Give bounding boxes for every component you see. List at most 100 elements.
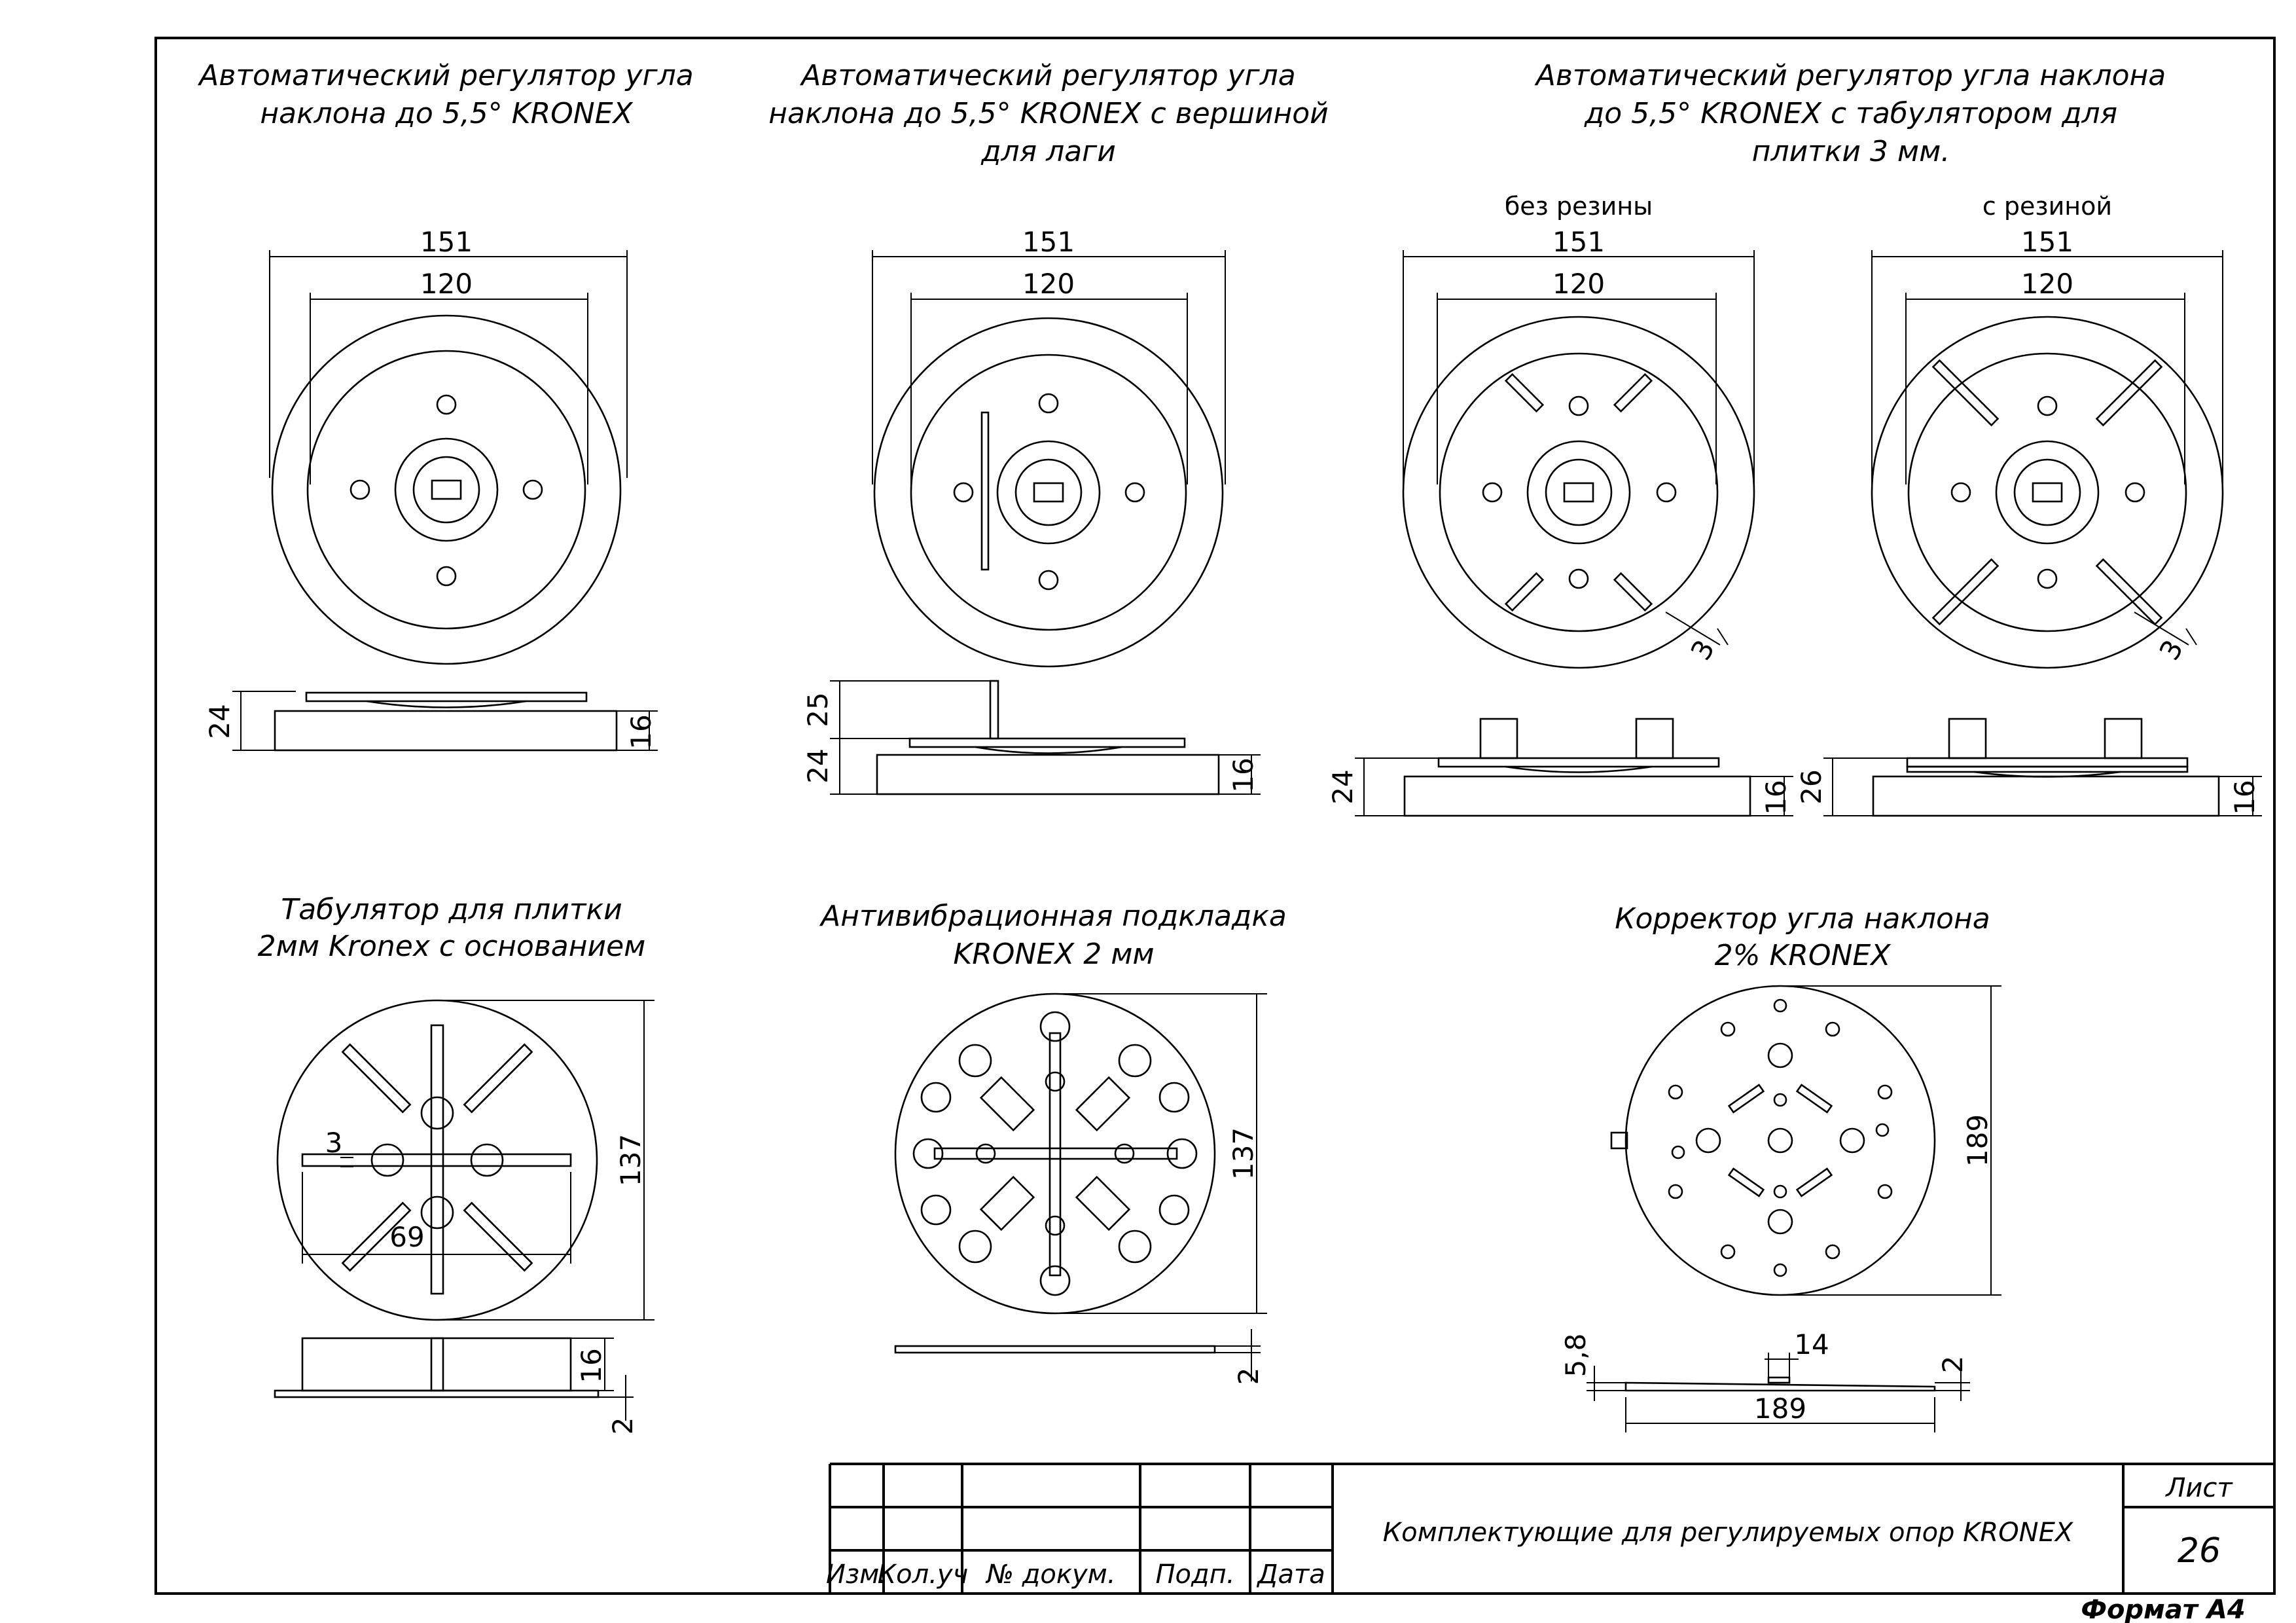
- dim-inner-diameter: 120: [420, 268, 473, 300]
- variant-with-rubber: с резиной 151 120 3: [1795, 192, 2262, 817]
- spacer-cross: [301, 1024, 572, 1295]
- title-line2: KRONEX 2 мм: [953, 938, 1154, 971]
- dim-rib-width: 3: [325, 1127, 343, 1159]
- dim-height: 24: [1327, 769, 1359, 804]
- length-dimension-lines: [302, 1157, 571, 1264]
- title-line1: Автоматический регулятор угла: [197, 59, 693, 92]
- corrector-large-holes: [1695, 1042, 1865, 1235]
- drawing-regulator-tabulator: Автоматический регулятор угла наклона до…: [1327, 59, 2262, 817]
- outer-disc: [271, 314, 622, 665]
- height-dimension-lines: [1355, 757, 1793, 816]
- pad-rect-cutouts: [979, 1076, 1131, 1231]
- format-label: Формат А4: [2081, 1595, 2245, 1623]
- hub-core: [1014, 458, 1083, 526]
- hub-slot: [431, 479, 462, 500]
- title-line1: Автоматический регулятор угла: [799, 59, 1295, 92]
- title-line1: Автоматический регулятор угла наклона: [1534, 59, 2166, 92]
- dim-height: 16: [575, 1348, 607, 1383]
- title-line3: для лаги: [980, 135, 1116, 168]
- sheet-title: Комплектующие для регулируемых опор KRON…: [1383, 1518, 2074, 1548]
- side-profile: [876, 680, 1220, 795]
- inner-disc: [306, 350, 586, 630]
- side-profile: [1872, 718, 2220, 817]
- dim-outer-diameter: 151: [420, 226, 473, 258]
- side-profile: [1624, 1376, 1936, 1392]
- title-line2: наклона до 5,5° KRONEX: [260, 97, 633, 130]
- hub-core: [2013, 458, 2081, 526]
- thickness-dimension-lines: [1215, 1329, 1261, 1381]
- pad-channels: [933, 1032, 1178, 1277]
- variant-label: без резины: [1505, 192, 1653, 221]
- side-profile: [894, 1345, 1216, 1354]
- variant-without-rubber: без резины 151 120 3: [1327, 192, 1793, 817]
- dim-height: 5,8: [1560, 1334, 1592, 1377]
- side-profile: [274, 691, 618, 752]
- drawing-regulator-lag: Автоматический регулятор угла наклона до…: [768, 59, 1329, 795]
- sheet-frame: [154, 37, 2276, 1595]
- tile-spacer-slots: [1504, 373, 1653, 612]
- profile-dimension-lines: [1587, 1353, 1970, 1432]
- dim-height: 24: [204, 704, 236, 739]
- dim-base-height: 16: [625, 714, 657, 749]
- corrector-disc: [1624, 985, 1936, 1296]
- mounting-holes: [350, 394, 543, 587]
- hub-slot: [1563, 482, 1594, 503]
- drawing-slope-corrector: Корректор угла наклона 2% KRONEX 189: [1560, 902, 2001, 1432]
- base-disc: [276, 999, 598, 1321]
- corrector-slots: [1727, 1084, 1833, 1197]
- dim-gap: 3: [1685, 634, 1721, 666]
- guide-holes: [370, 1096, 504, 1230]
- dim-inner-diameter: 120: [2021, 268, 2073, 300]
- dim-outer-diameter: 151: [1552, 226, 1605, 258]
- dim-base-height: 16: [2229, 780, 2261, 814]
- outer-disc: [1871, 316, 2224, 669]
- dim-base-height: 16: [1760, 780, 1792, 814]
- height-dimension-lines: [571, 1338, 634, 1421]
- drawing-regulator-basic: Автоматический регулятор угла наклона до…: [197, 59, 694, 752]
- drawing-antivibration-pad: Антивибрационная подкладка KRONEX 2 мм 1…: [819, 900, 1287, 1385]
- diameter-dimension-lines: [872, 250, 1226, 484]
- hub-core: [412, 456, 480, 524]
- hub-core: [1545, 458, 1613, 526]
- dim-diameter: 189: [1962, 1114, 1994, 1167]
- title-line2: 2мм Kronex с основанием: [258, 930, 646, 963]
- hub-ring: [1526, 440, 1631, 545]
- diameter-dimension-lines: [1403, 250, 1755, 484]
- dim-tab-width: 14: [1794, 1328, 1829, 1360]
- dim-top-height: 25: [802, 692, 834, 727]
- column-header-signature: Подп.: [1155, 1559, 1234, 1590]
- column-header-date: Дата: [1256, 1559, 1325, 1590]
- dim-height: 26: [1795, 769, 1827, 804]
- spacer-diagonal-ribs: [341, 1043, 533, 1272]
- corrector-small-holes: [1668, 998, 1893, 1277]
- side-profile: [274, 1337, 600, 1398]
- hub-ring: [996, 440, 1101, 545]
- title-line1: Табулятор для плитки: [281, 893, 622, 926]
- dim-height: 24: [802, 748, 834, 783]
- hub-slot: [2032, 482, 2063, 503]
- hub-ring: [1995, 440, 2100, 545]
- inner-disc: [1907, 352, 2187, 632]
- drawing-tabulator: Табулятор для плитки 2мм Kronex с основа…: [258, 893, 655, 1434]
- dim-thickness: 2: [1232, 1368, 1265, 1385]
- column-header-quantity: Кол.уч: [878, 1559, 968, 1590]
- title-line2: наклона до 5,5° KRONEX с вершиной: [768, 97, 1329, 130]
- dim-outer-diameter: 151: [2021, 226, 2073, 258]
- column-header-document: № докум.: [985, 1559, 1115, 1590]
- inner-disc: [1439, 352, 1719, 632]
- title-line1: Антивибрационная подкладка: [819, 900, 1287, 933]
- title-block: Изм. Кол.уч № докум. Подп. Дата Комплект…: [826, 1463, 2274, 1594]
- diameter-dimension-lines: [437, 1000, 655, 1321]
- outer-disc: [873, 317, 1224, 668]
- column-header-revision: Изм.: [826, 1559, 888, 1590]
- dim-diameter: 137: [1227, 1127, 1259, 1180]
- dim-base-height: 16: [1227, 757, 1259, 792]
- title-line3: плитки 3 мм.: [1752, 135, 1950, 168]
- dim-thickness: 2: [1937, 1356, 1969, 1374]
- dim-length: 189: [1754, 1393, 1806, 1425]
- outer-disc: [1402, 316, 1755, 669]
- sheet-number: 26: [2178, 1531, 2221, 1571]
- dim-base-thickness: 2: [607, 1417, 639, 1435]
- hub-slot: [1033, 482, 1064, 503]
